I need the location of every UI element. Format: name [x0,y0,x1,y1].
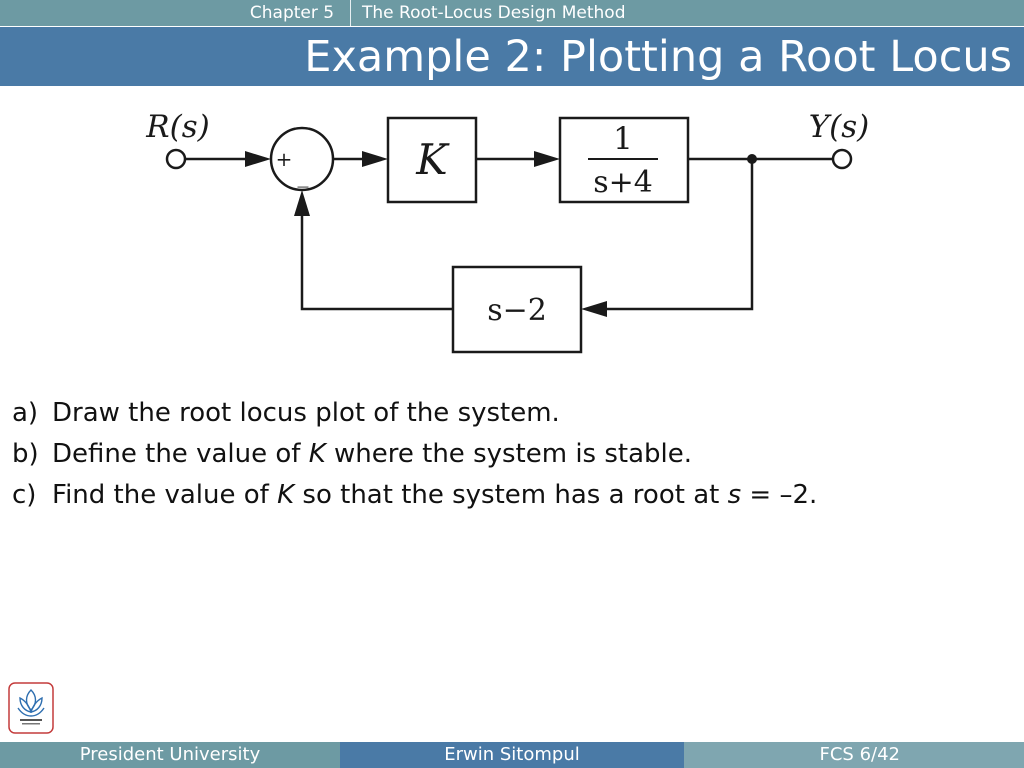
arrow-into-gain-block [362,151,388,167]
block-diagram: R(s) Y(s) + _ K 1 s+4 s−2 [145,109,870,354]
input-label: R(s) [145,109,209,145]
summing-plus-sign: + [276,147,293,171]
page-number: FCS 6/42 [819,744,901,765]
footer-author: Erwin Sitompul [340,742,684,768]
summing-minus-sign: _ [298,163,309,188]
question-label: b) [12,439,39,469]
arrow-into-summing-junction-feedback [294,190,310,216]
arrow-into-summing-junction [245,151,271,167]
chapter-bar [0,0,1024,26]
plant-fraction-bar [588,158,658,160]
question-text: Define the value of K where the system i… [52,439,693,469]
university-logo-icon [8,682,54,734]
gain-label: K [415,135,450,184]
question-b: b) Define the value of K where the syste… [12,434,1012,475]
question-label: c) [12,480,37,510]
slide-title: Example 2: Plotting a Root Locus [304,32,1012,82]
input-terminal [165,148,187,170]
takeoff-point [747,154,757,164]
gain-block [386,116,478,204]
plant-numerator: 1 [613,121,633,157]
output-label: Y(s) [809,109,870,145]
chapter-divider [350,0,351,26]
arrow-into-feedback-block [581,301,607,317]
question-text: Find the value of K so that the system h… [52,480,818,510]
footer-page: FCS 6/42 [684,742,1024,768]
question-text: Draw the root locus plot of the system. [52,398,560,428]
question-label: a) [12,398,39,428]
question-list: a) Draw the root locus plot of the syste… [12,393,1012,516]
footer-bar: President University Erwin Sitompul FCS … [0,742,1024,768]
chapter-label: Chapter 5 [249,3,335,23]
feedback-block [451,265,583,354]
footer-institution: President University [0,742,340,768]
title-bar [0,27,1024,86]
feedback-path-in [300,214,453,311]
output-terminal [831,148,853,170]
plant-denominator: s+4 [593,165,653,200]
question-c: c) Find the value of K so that the syste… [12,475,1012,516]
chapter-title: The Root-Locus Design Method [362,3,626,23]
question-a: a) Draw the root locus plot of the syste… [12,393,1012,434]
feedback-label: s−2 [487,293,547,328]
arrow-into-plant-block [534,151,560,167]
feedback-path-out [604,159,754,311]
